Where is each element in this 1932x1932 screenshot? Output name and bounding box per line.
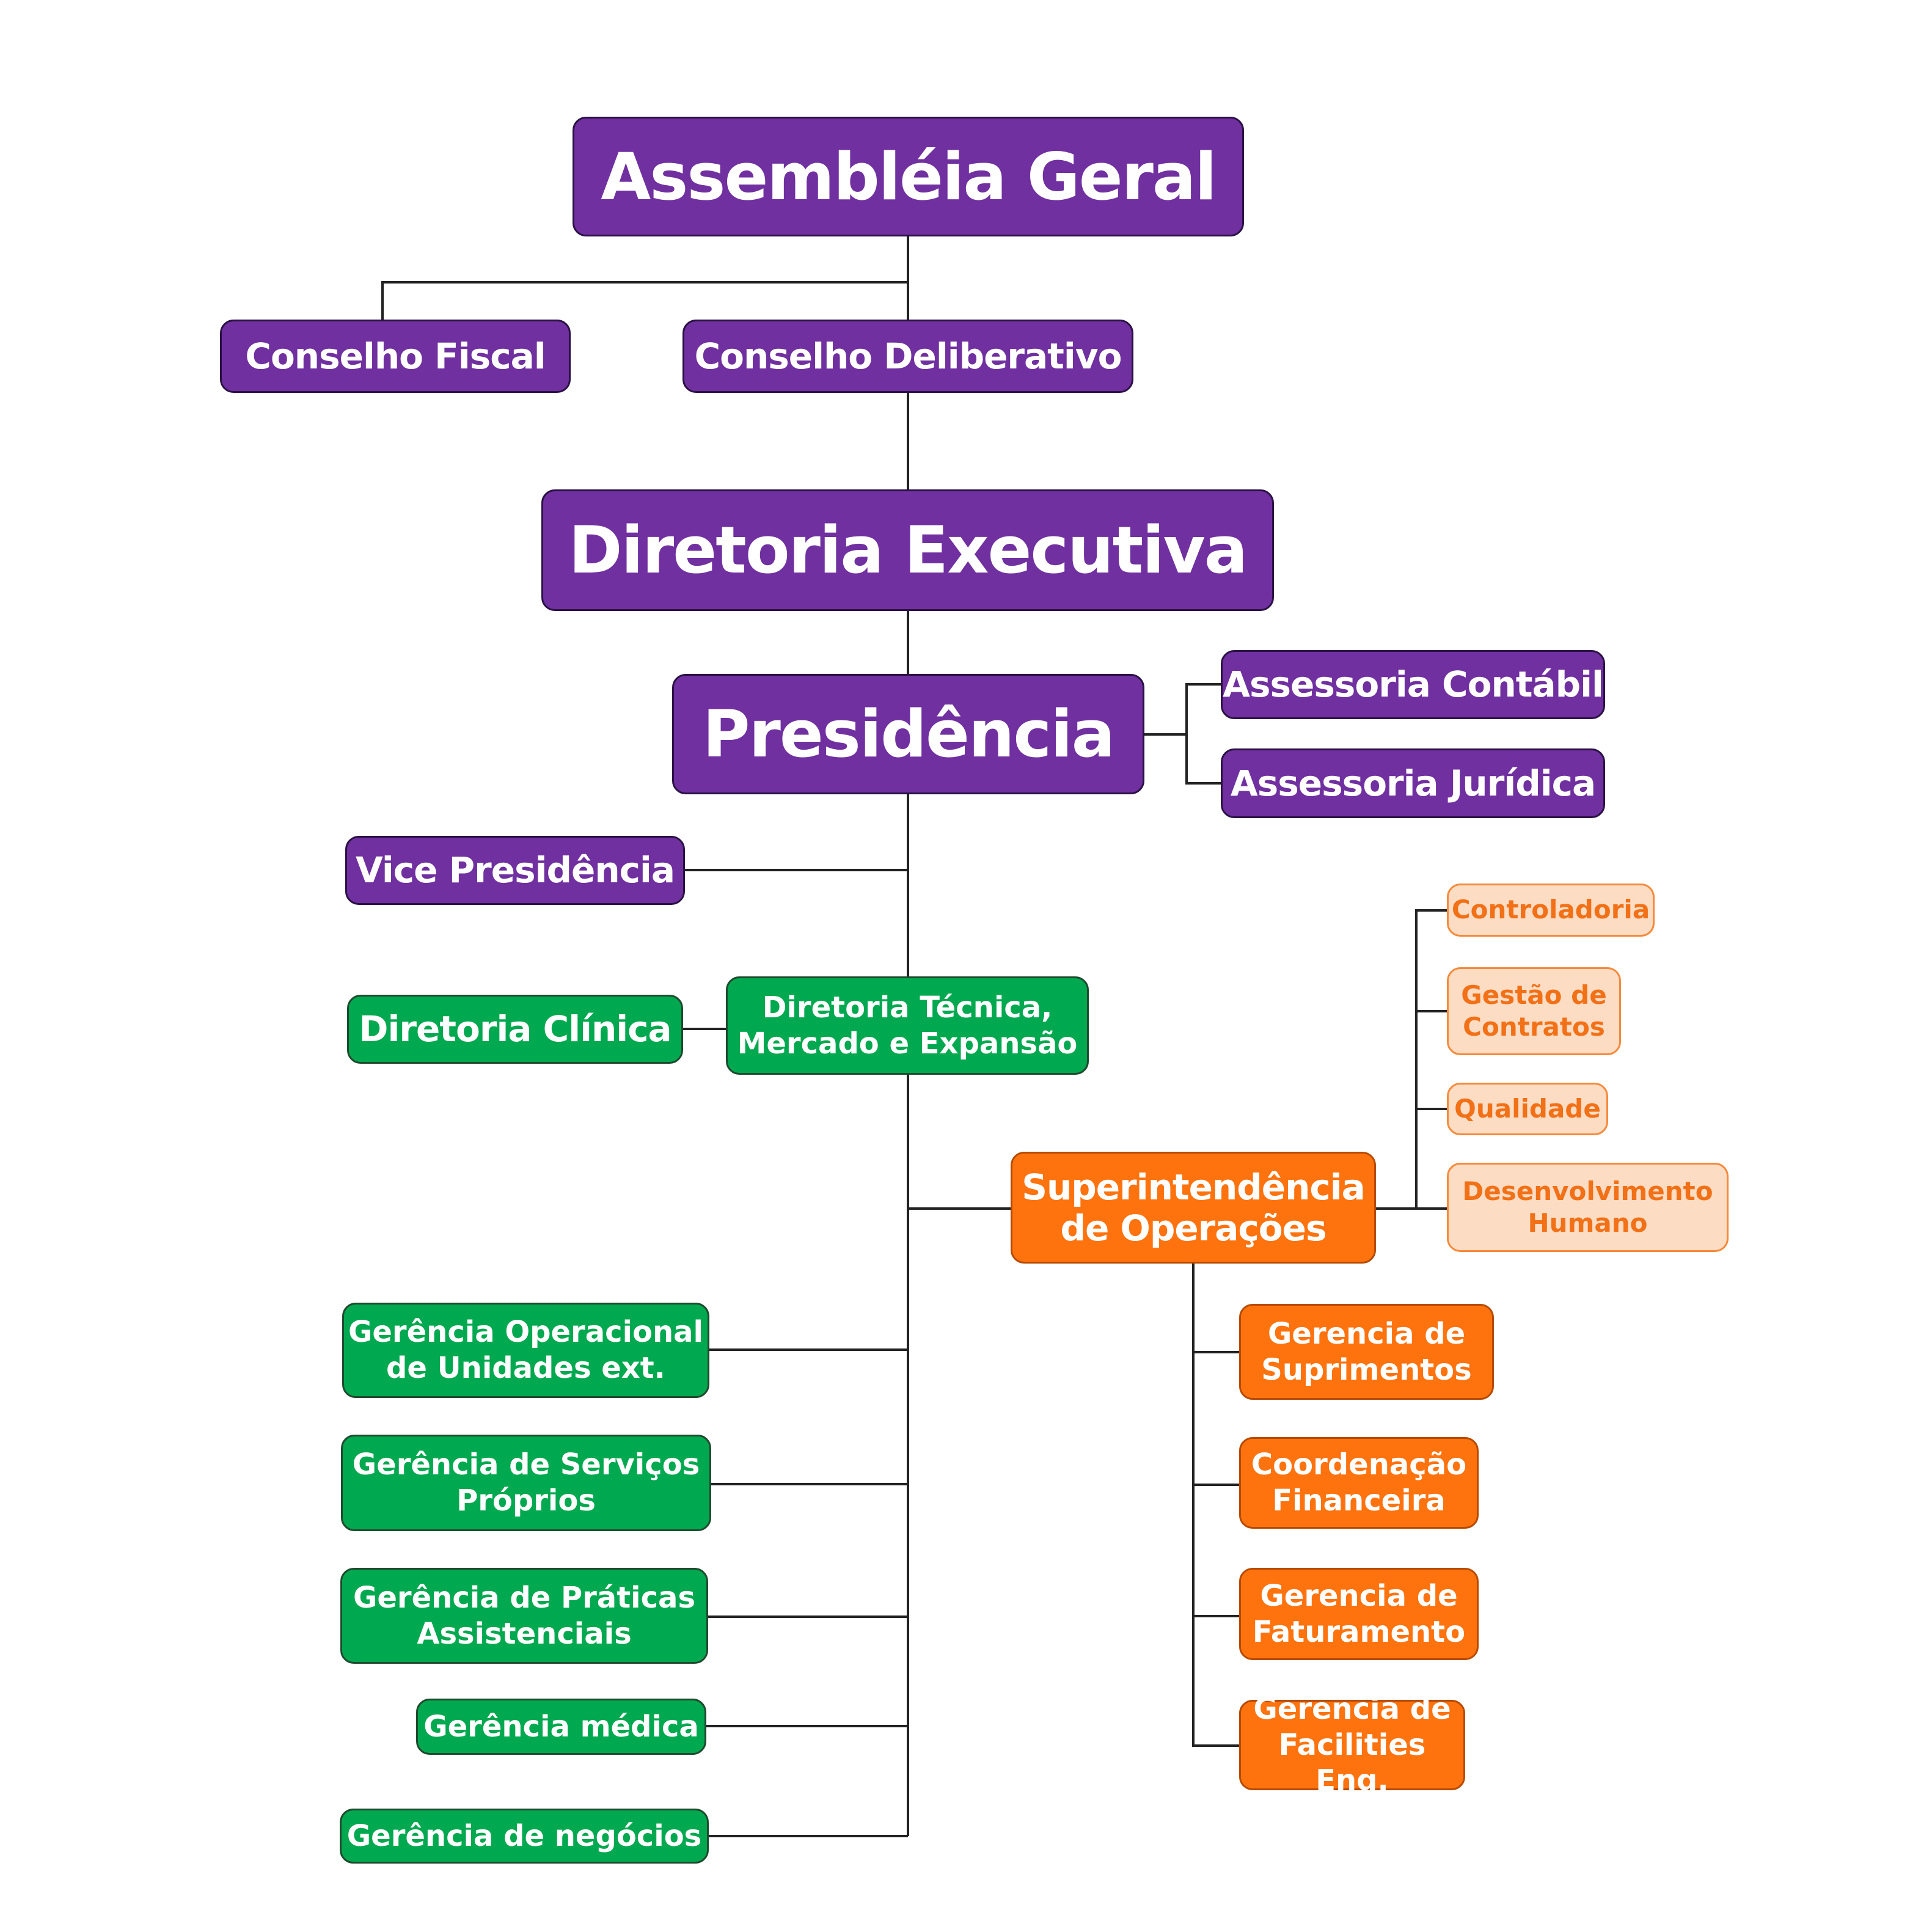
presidencia-box: Presidência — [672, 674, 1144, 794]
gerencia-servicos-proprios-box: Gerência de Serviços Próprios — [341, 1435, 711, 1531]
coordenacao-financeira-box: Coordenação Financeira — [1239, 1437, 1479, 1529]
gerencia-negocios-box: Gerência de negócios — [340, 1809, 709, 1864]
qualidade-box: Qualidade — [1447, 1083, 1608, 1135]
gerencia-medica-box: Gerência médica — [416, 1699, 706, 1755]
controladoria-box: Controladoria — [1447, 884, 1655, 937]
gerencia-facilities-box: Gerencia de Facilities Eng. — [1239, 1692, 1465, 1798]
diretoria-executiva-box: Diretoria Executiva — [541, 489, 1274, 611]
gestao-contratos-box: Gestão de Contratos — [1447, 967, 1621, 1055]
assembleia-geral-box: Assembléia Geral — [573, 117, 1244, 236]
gerencia-operacional-box: Gerência Operacional de Unidades ext. — [342, 1303, 709, 1398]
diretoria-tecnica-box: Diretoria Técnica, Mercado e Expansão — [726, 976, 1089, 1075]
diretoria-clinica-box: Diretoria Clínica — [347, 995, 683, 1064]
assessoria-contabil-box: Assessoria Contábil — [1221, 650, 1605, 719]
gerencia-praticas-box: Gerência de Práticas Assistenciais — [340, 1568, 708, 1664]
conselho-fiscal-box: Conselho Fiscal — [220, 320, 571, 393]
conselho-deliberativo-box: Conselho Deliberativo — [682, 320, 1133, 393]
gerencia-faturamento-box: Gerencia de Faturamento — [1239, 1568, 1479, 1660]
assessoria-juridica-box: Assessoria Jurídica — [1221, 748, 1605, 818]
superintendencia-operacoes-box: Superintendência de Operações — [1011, 1152, 1376, 1264]
desenvolvimento-humano-box: Desenvolvimento Humano — [1447, 1163, 1729, 1252]
gerencia-suprimentos-box: Gerencia de Suprimentos — [1239, 1304, 1494, 1400]
vice-presidencia-box: Vice Presidência — [345, 836, 685, 905]
